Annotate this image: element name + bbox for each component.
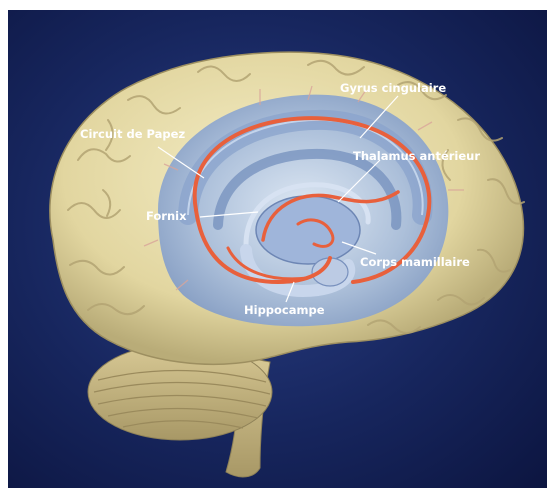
label-fornix: Fornix (146, 209, 187, 223)
label-gyrus-cingulaire: Gyrus cingulaire (340, 81, 446, 95)
label-thalamus-anterieur: Thalamus antérieur (353, 149, 480, 163)
brain-diagram: Gyrus cingulaire Circuit de Papez Thalam… (8, 10, 547, 488)
thalamus (256, 196, 360, 264)
label-hippocampe: Hippocampe (244, 303, 325, 317)
label-circuit-de-papez: Circuit de Papez (80, 127, 185, 141)
brain-illustration-frame: Gyrus cingulaire Circuit de Papez Thalam… (8, 10, 547, 488)
label-corps-mamillaire: Corps mamillaire (360, 255, 470, 269)
